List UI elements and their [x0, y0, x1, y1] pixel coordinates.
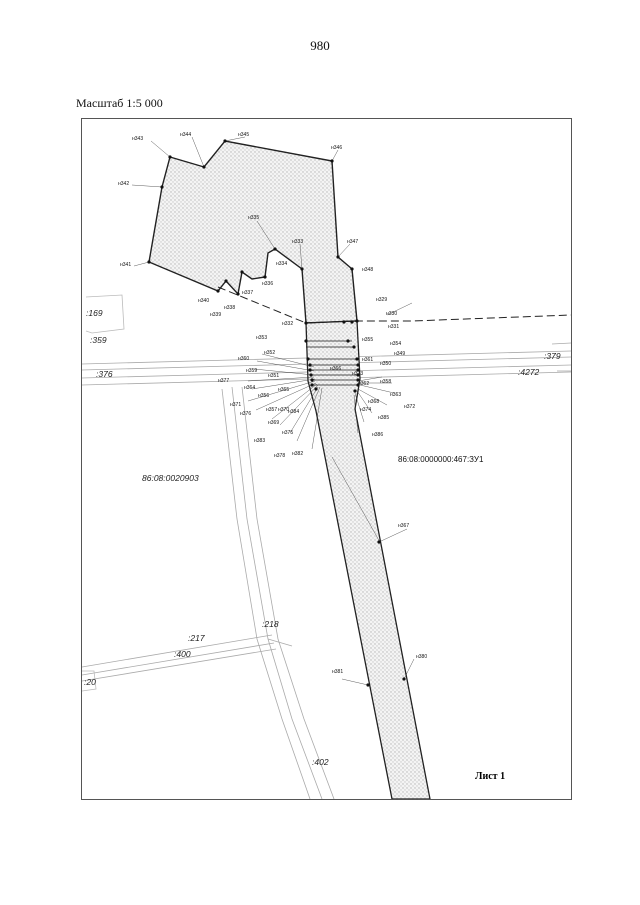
point-label-n346: н346	[331, 145, 342, 151]
point-label-n333: н333	[292, 239, 303, 245]
point-label-n377: н377	[218, 378, 229, 384]
page-number: 980	[310, 38, 330, 53]
point-label-n341: н341	[120, 262, 131, 268]
vertex-points	[147, 139, 406, 687]
point-label-n356: н356	[258, 393, 269, 399]
point-label-n375: н375	[282, 430, 293, 436]
point-label-n350: н350	[380, 361, 391, 367]
map-frame: :169 :359 :376 :379 :4272 86:08:0020903 …	[81, 118, 572, 800]
point-label-n367: н367	[398, 523, 409, 529]
point-label-n359: н359	[246, 368, 257, 374]
corridor-crosslines	[306, 340, 358, 386]
point-label-n349: н349	[394, 351, 405, 357]
point-label-n363: н363	[390, 392, 401, 398]
point-label-n383: н383	[254, 438, 265, 444]
point-label-n355: н355	[362, 337, 373, 343]
point-label-n380: н380	[416, 654, 427, 660]
cadastral-map: :169 :359 :376 :379 :4272 86:08:0020903 …	[82, 132, 571, 799]
point-label-n329: н329	[376, 297, 387, 303]
point-label-n381: н381	[332, 669, 343, 675]
point-label-n366: н366	[330, 366, 341, 372]
scale-label: Масштаб 1:5 000	[76, 96, 163, 110]
point-label-n352: н352	[264, 350, 275, 356]
point-label-n342: н342	[118, 181, 129, 187]
road-network	[82, 294, 571, 799]
point-label-n384: н384	[288, 409, 299, 415]
object-label: 86:08:0000000:467:ЗУ1	[398, 455, 484, 464]
point-label-n365: н365	[278, 387, 289, 393]
point-label-n345: н345	[238, 132, 249, 138]
parcel-label-main: 86:08:0020903	[142, 473, 199, 483]
parcel-label-379: :379	[544, 351, 561, 361]
point-label-n343: н343	[132, 136, 143, 142]
parcel-label-169: :169	[86, 308, 103, 318]
point-label-n378: н378	[274, 453, 285, 459]
point-label-n372: н372	[404, 404, 415, 410]
point-label-n340: н340	[198, 298, 209, 304]
point-label-n339: н339	[210, 312, 221, 318]
parcel-label-400: :400	[174, 649, 191, 659]
parcel-label-20: :20	[84, 677, 96, 687]
point-label-n335: н335	[248, 215, 259, 221]
point-label-n364: н364	[244, 385, 255, 391]
parcel-label-218: :218	[262, 619, 279, 629]
point-label-n332: н332	[282, 321, 293, 327]
point-label-n360: н360	[238, 356, 249, 362]
point-label-n371: н371	[230, 402, 241, 408]
point-label-n330: н330	[386, 311, 397, 317]
point-label-n338: н338	[224, 305, 235, 311]
point-label-n357: н357	[266, 407, 277, 413]
point-label-n369: н369	[268, 420, 279, 426]
point-label-n382: н382	[292, 451, 303, 457]
point-label-n353: н353	[256, 335, 267, 341]
point-label-n376: н376	[240, 411, 251, 417]
point-labels: н343 н344 н345 н346 н342 н335 н333 н347 …	[118, 132, 427, 675]
point-label-n347: н347	[347, 239, 358, 245]
point-label-n361: н361	[362, 357, 373, 363]
parcel-label-217: :217	[188, 633, 205, 643]
dashed-boundary	[217, 286, 571, 324]
point-label-n368: н368	[368, 399, 379, 405]
point-label-n370: н370	[278, 407, 289, 413]
point-label-n358: н358	[380, 379, 391, 385]
point-label-n385: н385	[378, 415, 389, 421]
point-label-n386: н386	[372, 432, 383, 438]
point-label-n348: н348	[362, 267, 373, 273]
point-label-n344: н344	[180, 132, 191, 138]
point-label-n362: н362	[358, 381, 369, 387]
parcel-label-402: :402	[312, 757, 329, 767]
point-label-n351: н351	[268, 373, 279, 379]
point-label-n331: н331	[388, 324, 399, 330]
parcel-label-4272: :4272	[518, 367, 540, 377]
planned-parcel-upper	[148, 140, 358, 324]
parcel-label-376: :376	[96, 369, 113, 379]
point-label-n336: н336	[262, 281, 273, 287]
leader-lines	[131, 136, 415, 686]
point-label-n354: н354	[390, 341, 401, 347]
planned-corridor	[305, 320, 431, 799]
point-label-n373: н373	[352, 371, 363, 377]
point-label-n337: н337	[242, 290, 253, 296]
sheet-label: Лист 1	[475, 771, 505, 782]
parcel-label-359: :359	[90, 335, 107, 345]
point-label-n334: н334	[276, 261, 287, 267]
point-label-n374: н374	[360, 407, 371, 413]
